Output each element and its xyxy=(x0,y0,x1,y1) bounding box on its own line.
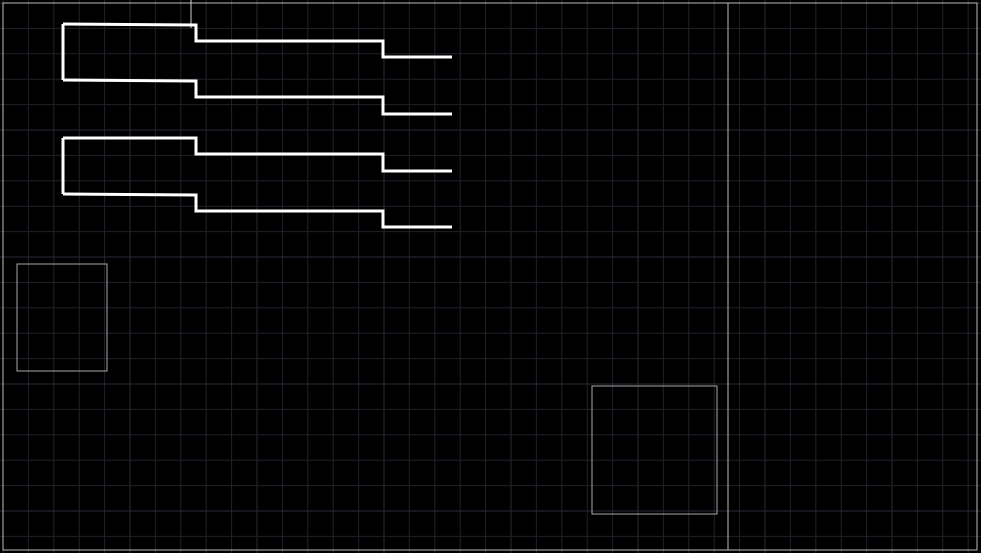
component-outline-left[interactable] xyxy=(16,263,108,372)
trace-group-lower[interactable] xyxy=(61,136,452,229)
trace-4[interactable] xyxy=(62,192,452,229)
trace-1[interactable] xyxy=(62,22,452,59)
trace-2[interactable] xyxy=(62,78,452,116)
trace-3[interactable] xyxy=(63,136,452,173)
component-outline-right[interactable] xyxy=(591,385,718,515)
trace-group-upper[interactable] xyxy=(61,22,452,116)
